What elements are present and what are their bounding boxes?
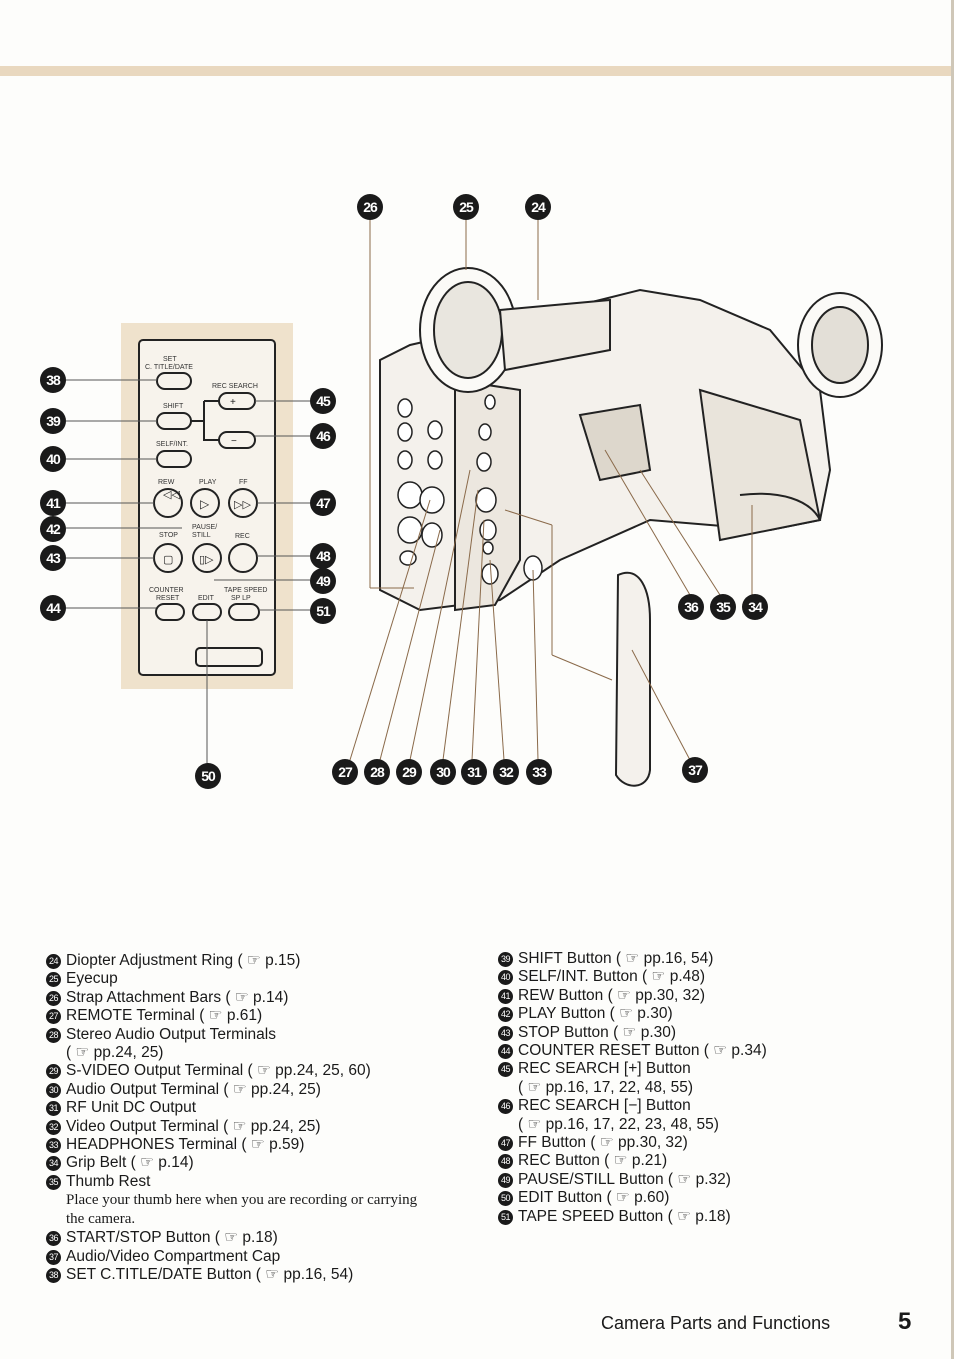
svg-text:SET: SET bbox=[163, 356, 177, 363]
camera-side-ports bbox=[397, 394, 543, 585]
camcorder bbox=[379, 267, 883, 612]
top-color-band bbox=[0, 66, 954, 76]
svg-text:SHIFT: SHIFT bbox=[163, 403, 184, 410]
callout-51: 51 bbox=[310, 598, 336, 624]
svg-text:REC: REC bbox=[235, 533, 250, 540]
callout-35: 35 bbox=[710, 594, 736, 620]
svg-text:FF: FF bbox=[239, 479, 248, 486]
svg-text:−: − bbox=[231, 436, 237, 447]
callout-45: 45 bbox=[310, 388, 336, 414]
callout-44: 44 bbox=[40, 595, 66, 621]
callout-28: 28 bbox=[364, 759, 390, 785]
callout-33: 33 bbox=[526, 759, 552, 785]
callout-48: 48 bbox=[310, 543, 336, 569]
page-edge bbox=[951, 0, 954, 1359]
svg-text:C. TITLE/DATE: C. TITLE/DATE bbox=[145, 364, 193, 371]
svg-text:STILL: STILL bbox=[192, 532, 211, 539]
svg-text:SELF/INT.: SELF/INT. bbox=[156, 441, 188, 448]
svg-text:REC SEARCH: REC SEARCH bbox=[212, 383, 258, 390]
camera-leader-lines bbox=[349, 220, 753, 761]
legend-item-28-pages: ( ☞ pp.24, 25) bbox=[66, 1044, 164, 1062]
callout-24: 24 bbox=[525, 194, 551, 220]
page-number: 5 bbox=[898, 1308, 912, 1335]
svg-text:PLAY: PLAY bbox=[199, 479, 217, 486]
svg-text:▯▷: ▯▷ bbox=[199, 554, 214, 566]
remote-leader-lines bbox=[66, 379, 310, 765]
callout-34: 34 bbox=[742, 594, 768, 620]
callout-36: 36 bbox=[678, 594, 704, 620]
callout-26: 26 bbox=[357, 194, 383, 220]
compartment-cap bbox=[614, 571, 651, 787]
callout-42: 42 bbox=[40, 516, 66, 542]
svg-text:REW: REW bbox=[158, 479, 175, 486]
svg-text:▷: ▷ bbox=[200, 497, 210, 511]
callout-32: 32 bbox=[493, 759, 519, 785]
callout-38: 38 bbox=[40, 367, 66, 393]
svg-text:EDIT: EDIT bbox=[198, 595, 215, 602]
callout-25: 25 bbox=[453, 194, 479, 220]
callout-40: 40 bbox=[40, 446, 66, 472]
callout-43: 43 bbox=[40, 545, 66, 571]
legend-item-35-note: Place your thumb here when you are recor… bbox=[66, 1192, 418, 1228]
callout-50: 50 bbox=[195, 763, 221, 789]
svg-text:SP LP: SP LP bbox=[231, 595, 251, 602]
callout-29: 29 bbox=[396, 759, 422, 785]
callout-49: 49 bbox=[310, 568, 336, 594]
callout-47: 47 bbox=[310, 490, 336, 516]
callout-39: 39 bbox=[40, 408, 66, 434]
callout-41: 41 bbox=[40, 490, 66, 516]
svg-text:◁◁: ◁◁ bbox=[163, 489, 180, 501]
svg-text:RESET: RESET bbox=[156, 595, 180, 602]
callout-30: 30 bbox=[430, 759, 456, 785]
legend-item-45-pages: ( ☞ pp.16, 17, 22, 48, 55) bbox=[518, 1078, 694, 1096]
callout-31: 31 bbox=[461, 759, 487, 785]
callout-27: 27 bbox=[332, 759, 358, 785]
svg-text:TAPE SPEED: TAPE SPEED bbox=[224, 587, 267, 594]
callout-37: 37 bbox=[682, 757, 708, 783]
legend-item-46-pages: ( ☞ pp.16, 17, 22, 23, 48, 55) bbox=[518, 1115, 719, 1133]
svg-text:+: + bbox=[230, 397, 236, 408]
svg-text:COUNTER: COUNTER bbox=[149, 587, 184, 594]
svg-text:▢: ▢ bbox=[163, 554, 173, 566]
callout-46: 46 bbox=[310, 423, 336, 449]
svg-text:STOP: STOP bbox=[159, 532, 178, 539]
svg-text:PAUSE/: PAUSE/ bbox=[192, 524, 217, 531]
remote-glyphs: ◁◁ ▷ ▷▷ ▢ ▯▷ + − bbox=[163, 397, 251, 566]
section-title: Camera Parts and Functions bbox=[601, 1313, 831, 1333]
svg-text:▷▷: ▷▷ bbox=[234, 499, 251, 511]
remote-control bbox=[138, 339, 276, 676]
remote-text-labels: SET C. TITLE/DATE REC SEARCH SHIFT SELF/… bbox=[145, 356, 267, 602]
camera-diagram: ◁◁ ▷ ▷▷ ▢ ▯▷ + − SET C. TITLE/DATE REC S… bbox=[66, 220, 883, 787]
